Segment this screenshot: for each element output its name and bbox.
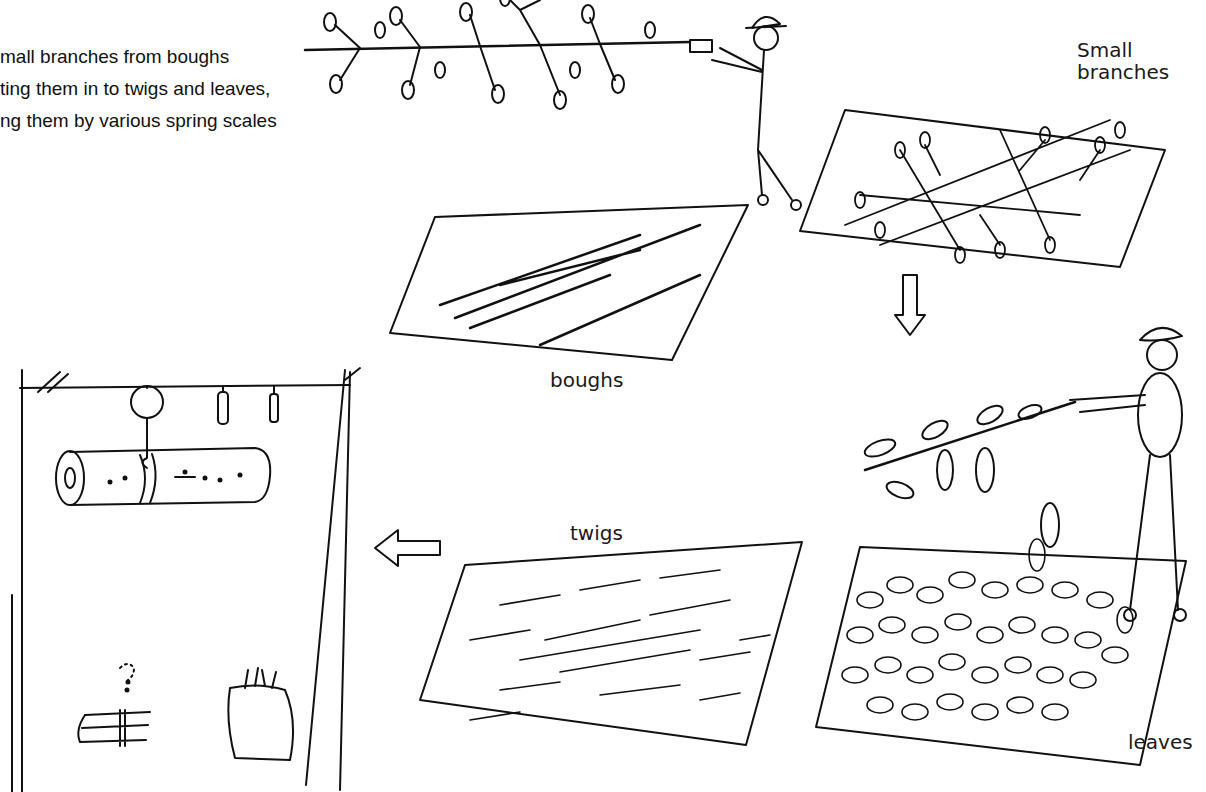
mat-panel: leaves: [810, 335, 1195, 785]
mat-panel: twigs: [420, 520, 810, 750]
block-arrow: [895, 275, 925, 335]
mat-outline: [420, 520, 810, 750]
handwritten-label: Small branches: [1077, 39, 1177, 83]
worker-cutting: [690, 17, 801, 210]
handwritten-label: twigs: [570, 522, 670, 544]
mat-panel: Small branches: [795, 35, 1185, 275]
mat-shape: [800, 110, 1165, 267]
branch-with-leaves: [863, 402, 1075, 547]
boughs-sticks: [440, 225, 700, 345]
weighing-frame: [12, 368, 360, 792]
worker-stripping: [1070, 328, 1186, 621]
caption-note: ng them by various spring scales: [0, 110, 277, 132]
branch-being-cut: [305, 0, 690, 109]
caption-note: ting them in to twigs and leaves,: [0, 78, 270, 100]
leaves-pile: [842, 539, 1133, 720]
handwritten-label: leaves: [1128, 731, 1198, 753]
mat-shape: [390, 205, 748, 360]
log-on-scale: [56, 448, 270, 505]
process-arrow: [375, 530, 440, 566]
arrow-shape: [895, 275, 925, 335]
leaf-bag: [228, 668, 293, 760]
mat-outline: [810, 335, 1195, 785]
handwritten-label: boughs: [550, 369, 670, 391]
twigs-pile: [470, 570, 770, 720]
mat-shape: [420, 542, 802, 745]
caption-note: mall branches from boughs: [0, 46, 229, 68]
twig-bundle: [78, 664, 150, 746]
mat-panel: boughs: [380, 195, 760, 405]
